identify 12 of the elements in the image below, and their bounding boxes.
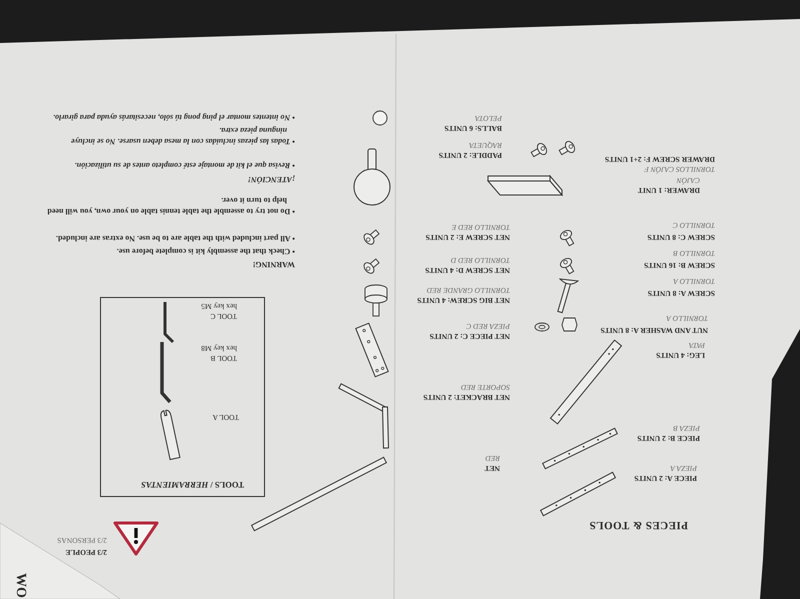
warning-item: • All part included with the table are to be use. No extras are included. — [55, 233, 295, 244]
warning-item: • Check that the assembly kit is complete before use. — [116, 246, 295, 257]
panel-heading: TOOLS / HERRAMIENTAS — [141, 480, 244, 490]
warning-item: • Do not try to assemble the table tennis table on your own, you will need help to turn it over. — [46, 195, 295, 217]
page-title: PIECES & TOOLS — [589, 518, 688, 531]
warning-heading-spanish: ¡ATENCIÓN! — [248, 174, 295, 185]
sheet-text-fragment: WO — [12, 573, 28, 598]
warning-item-spanish: • Revisa que el kit de montaje esté completo antes de su utilización. — [74, 160, 295, 171]
warning-heading: WARNING! — [252, 259, 295, 270]
tools-panel — [100, 297, 265, 497]
warning-item-spanish: • Todas las piezas incluidas con la mesa deben usarse. No se incluye ninguna pieza extra. — [70, 125, 295, 147]
warning-item-spanish: • No intentes montar el ping pong tú sólo, necesitarás ayuda para girarlo. — [52, 112, 295, 123]
